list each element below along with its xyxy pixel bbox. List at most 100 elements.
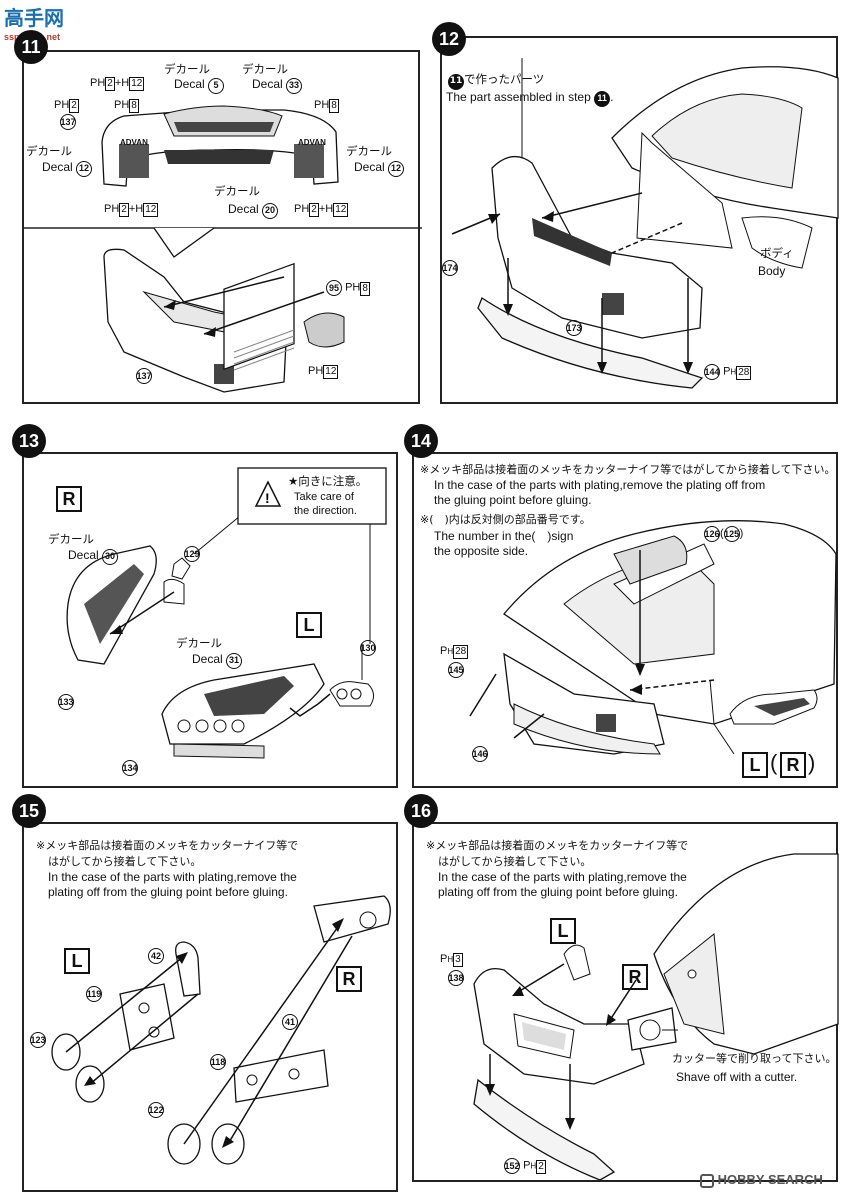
part-137-badge-bottom: 137 [136, 368, 152, 384]
part-146-badge: 146 [472, 746, 488, 762]
step-16-note-jp-1: ※メッキ部品は接着面のメッキをカッターナイフ等で [426, 839, 689, 852]
lb-performance-logo: LB ★ PERFORMANCE [176, 140, 261, 149]
part-123-badge: 123 [30, 1032, 46, 1048]
part-138-badge: 138 [448, 970, 464, 986]
part-42-badge: 42 [148, 948, 164, 964]
step-11-number: 11 [14, 30, 48, 64]
advan-logo-left: ADVAN [120, 138, 148, 147]
decal-5-label-jp: デカール [164, 62, 210, 76]
step-15-drawing [51, 895, 391, 1165]
step-ref-11-badge-2: 11 [594, 90, 611, 107]
step-16-right-marker: R [622, 964, 648, 990]
part-134-badge: 134 [122, 760, 138, 776]
part-126-125-label: 126(125) [704, 526, 743, 542]
step-16-panel: 16 ※メッキ部品は接着面のメッキをカッターナイフ等で はがしてから接着して下さ… [404, 794, 839, 1182]
decal-12-right-jp: デカール [346, 144, 392, 158]
step-ref-11-badge: 11 [448, 73, 464, 90]
step-15-note-en-2: plating off from the gluing point before… [48, 885, 288, 899]
watermark-bottom: HOBBY SEARCH [700, 1172, 823, 1188]
part-118-badge: 118 [210, 1054, 226, 1070]
decal-12-left-jp: デカール [26, 144, 72, 158]
step-14-note1-en-1: In the case of the parts with plating,re… [434, 478, 766, 492]
part-125-badge: 125 [723, 526, 740, 542]
step-15-note-en-1: In the case of the parts with plating,re… [48, 870, 297, 884]
part-119-badge: 119 [86, 986, 102, 1002]
part-31-badge: 31 [226, 652, 243, 669]
part-137-badge-top: 137 [60, 114, 76, 130]
decal-5-label-en: Decal 5 [174, 77, 225, 94]
part-144-badge: 144 [704, 364, 720, 380]
shave-note-en: Shave off with a cutter. [676, 1070, 798, 1084]
step-14-number: 14 [404, 424, 438, 458]
step-16-left-marker: L [550, 918, 576, 944]
part-173-badge: 173 [566, 320, 582, 336]
part-152-badge: 152 [504, 1158, 520, 1174]
step-14-note1-en-2: the gluing point before gluing. [434, 493, 592, 507]
step-14-right-marker: R [780, 752, 806, 778]
part-41-badge: 41 [282, 1014, 298, 1030]
part-145-badge: 145 [448, 662, 464, 678]
step-14-note2-en-1: The number in the( )sign [434, 529, 574, 543]
step-14-note1-jp: ※メッキ部品は接着面のメッキをカッターナイフ等ではがしてから接着して下さい。 [420, 463, 836, 476]
step-14-drawing [469, 520, 837, 755]
step-13-number: 13 [12, 424, 46, 458]
step-16-note-jp-2: はがしてから接着して下さい。 [438, 855, 592, 868]
part-20-badge: 20 [262, 202, 279, 219]
decal-33-label-en: Decal 33 [252, 77, 303, 94]
part-33-badge: 33 [286, 77, 303, 94]
body-label-jp: ボディ [760, 246, 794, 260]
shave-note-jp: カッター等で削り取って下さい。 [672, 1052, 837, 1065]
decal-12-right-en: Decal 12 [354, 160, 405, 177]
step-15-left-marker: L [64, 948, 90, 974]
decal-20-label-jp: デカール [214, 184, 260, 198]
step-14-left-marker: L [742, 752, 768, 778]
decal-30-en: Decal 30 [68, 548, 119, 565]
hobby-search-text: HOBBY SEARCH [717, 1172, 823, 1187]
step-12-drawing [451, 58, 839, 389]
decal-20-label-en: Decal 20 [228, 202, 279, 219]
step-15-note-jp-1: ※メッキ部品は接着面のメッキをカッターナイフ等で [36, 839, 299, 852]
step-14-panel: 14 ※メッキ部品は接着面のメッキをカッターナイフ等ではがしてから接着して下さい… [404, 424, 838, 788]
decal-33-label-jp: デカール [242, 62, 288, 76]
step-11-drawing [24, 105, 422, 393]
decal-31-en: Decal 31 [192, 652, 243, 669]
step-16-note-en-2: plating off from the gluing point before… [438, 885, 678, 899]
decal-12-left-en: Decal 12 [42, 160, 93, 177]
step-13-panel: ! 13 R L ★向きに注意。 Take care of the direct… [12, 424, 398, 788]
caution-en-2: the direction. [294, 505, 357, 517]
step-13-drawing: ! [66, 467, 387, 759]
step-15-panel: 15 ※メッキ部品は接着面のメッキをカッターナイフ等で はがしてから接着して下さ… [12, 794, 398, 1192]
part-129-badge: 129 [184, 546, 200, 562]
step-13-right-marker: R [56, 486, 82, 512]
caution-jp: ★向きに注意。 [288, 474, 368, 488]
advan-logo-right: ADVAN [298, 138, 326, 147]
step-14-note2-en-2: the opposite side. [434, 544, 529, 558]
step-16-number: 16 [404, 794, 438, 828]
body-label-en: Body [758, 264, 786, 278]
part-133-badge: 133 [58, 694, 74, 710]
step-16-note-en-1: In the case of the parts with plating,re… [438, 870, 687, 884]
part-95-badge: 95 [326, 280, 342, 296]
step-12-number: 12 [432, 22, 466, 56]
part-126-badge: 126 [704, 526, 720, 542]
decal-30-jp: デカール [48, 532, 94, 546]
step-15-number: 15 [12, 794, 46, 828]
step-15-right-marker: R [336, 966, 362, 992]
part-12-badge-left: 12 [76, 160, 93, 177]
part-5-badge: 5 [208, 77, 225, 94]
step-15-note-jp-2: はがしてから接着して下さい。 [48, 855, 202, 868]
